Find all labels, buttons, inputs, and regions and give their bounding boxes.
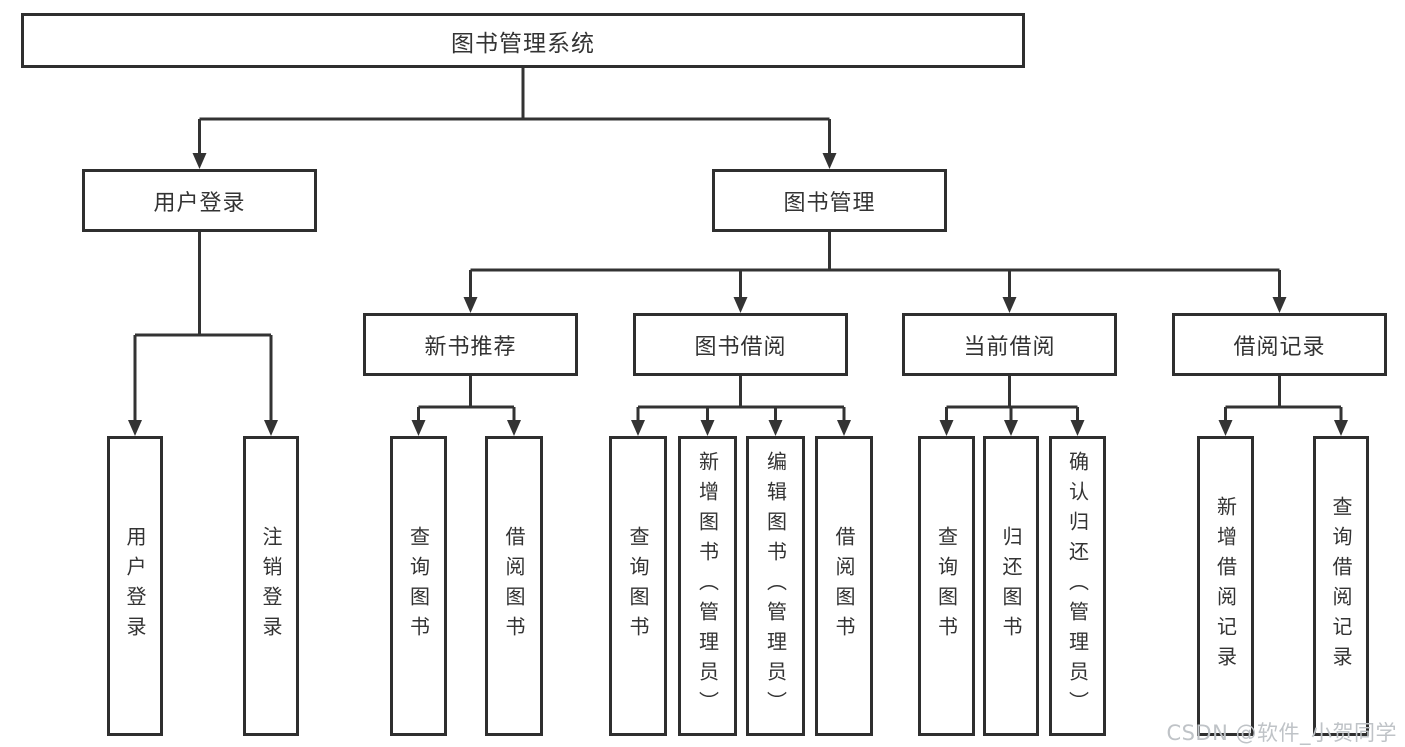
arrowhead bbox=[768, 420, 783, 436]
node-label: 查询借阅记录 bbox=[1329, 496, 1353, 676]
arrowhead bbox=[1004, 420, 1018, 436]
arrowhead bbox=[631, 420, 645, 436]
leaf-user-login: 用户登录 bbox=[107, 436, 163, 736]
arrowhead bbox=[837, 420, 851, 436]
arrowhead bbox=[939, 420, 954, 436]
arrowhead bbox=[1218, 420, 1233, 436]
connector-user-login-to-leaves bbox=[133, 232, 273, 423]
node-user-login: 用户登录 bbox=[82, 169, 317, 232]
arrowhead bbox=[822, 153, 837, 169]
node-label: 归还图书 bbox=[999, 526, 1023, 646]
connector-book-mgmt-to-level3 bbox=[469, 232, 1281, 300]
node-label: 确认归还（管理员） bbox=[1065, 451, 1090, 721]
node-root-book-management-system: 图书管理系统 bbox=[21, 13, 1025, 68]
arrowhead bbox=[264, 420, 278, 436]
watermark: CSDN @软件_小贺同学 bbox=[1166, 721, 1397, 745]
leaf-cb-query-books: 查询图书 bbox=[918, 436, 975, 736]
leaf-bb-query-books: 查询图书 bbox=[609, 436, 667, 736]
node-label: 图书借阅 bbox=[694, 334, 787, 360]
arrowhead bbox=[507, 420, 521, 436]
node-current-borrowing: 当前借阅 bbox=[902, 313, 1117, 376]
node-borrowing-records: 借阅记录 bbox=[1172, 313, 1387, 376]
arrowhead bbox=[700, 420, 715, 436]
node-book-borrowing: 图书借阅 bbox=[633, 313, 848, 376]
arrowhead bbox=[733, 297, 748, 313]
connector-current-borrow-to-leaves bbox=[945, 376, 1079, 423]
leaf-br-add-record: 新增借阅记录 bbox=[1197, 436, 1254, 736]
node-label: 当前借阅 bbox=[963, 334, 1056, 360]
connector-new-book-rec-to-leaves bbox=[417, 376, 516, 423]
arrowhead bbox=[1070, 420, 1085, 436]
node-label: 图书管理 bbox=[783, 190, 876, 216]
node-label: 编辑图书（管理员） bbox=[763, 451, 788, 721]
leaf-nbr-borrow-books: 借阅图书 bbox=[485, 436, 543, 736]
leaf-bb-borrow-books: 借阅图书 bbox=[815, 436, 873, 736]
node-label: 用户登录 bbox=[123, 526, 147, 646]
node-label: 新增图书（管理员） bbox=[695, 451, 720, 721]
node-book-management: 图书管理 bbox=[712, 169, 947, 232]
leaf-bb-edit-books-admin: 编辑图书（管理员） bbox=[746, 436, 805, 736]
leaf-cb-confirm-return-admin: 确认归还（管理员） bbox=[1049, 436, 1106, 736]
leaf-logout: 注销登录 bbox=[243, 436, 299, 736]
leaf-nbr-query-books: 查询图书 bbox=[390, 436, 447, 736]
node-label: 图书管理系统 bbox=[451, 30, 595, 57]
node-label: 借阅图书 bbox=[502, 526, 526, 646]
node-label: 查询图书 bbox=[626, 526, 650, 646]
connector-book-borrow-to-leaves bbox=[636, 376, 846, 423]
node-label: 查询图书 bbox=[406, 526, 431, 646]
node-label: 借阅图书 bbox=[832, 526, 856, 646]
leaf-br-query-record: 查询借阅记录 bbox=[1313, 436, 1369, 736]
node-label: 用户登录 bbox=[153, 190, 246, 216]
node-label: 查询图书 bbox=[934, 526, 959, 646]
arrowhead bbox=[192, 153, 207, 169]
node-new-book-recommend: 新书推荐 bbox=[363, 313, 578, 376]
node-label: 借阅记录 bbox=[1233, 334, 1326, 360]
leaf-bb-add-books-admin: 新增图书（管理员） bbox=[678, 436, 737, 736]
connector-borrow-records-to-leaves bbox=[1224, 376, 1343, 423]
connector-root-to-level2 bbox=[198, 67, 831, 156]
node-label: 注销登录 bbox=[259, 526, 283, 646]
arrowhead bbox=[463, 297, 478, 313]
arrowhead bbox=[1334, 420, 1348, 436]
arrowhead bbox=[1272, 297, 1287, 313]
arrowhead bbox=[1002, 297, 1017, 313]
leaf-cb-return-books: 归还图书 bbox=[983, 436, 1039, 736]
arrowhead bbox=[128, 420, 142, 436]
node-label: 新书推荐 bbox=[424, 334, 517, 360]
node-label: 新增借阅记录 bbox=[1213, 496, 1238, 676]
arrowhead bbox=[411, 420, 426, 436]
